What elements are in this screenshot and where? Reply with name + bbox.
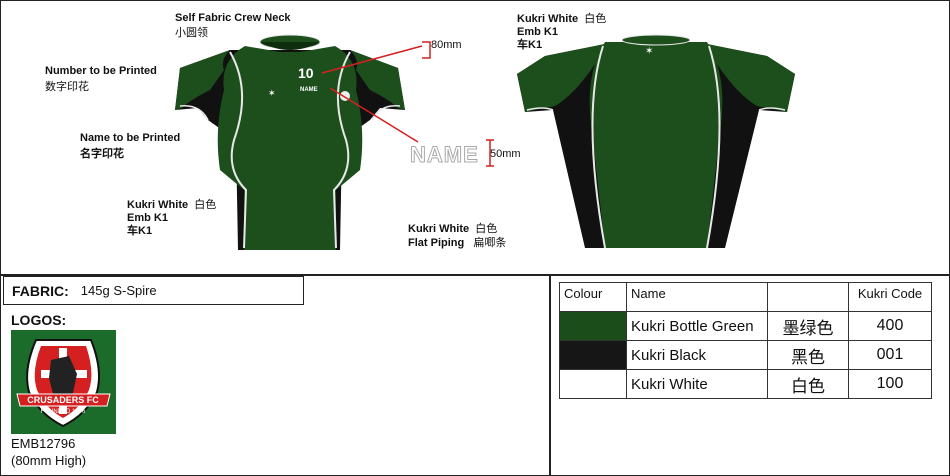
flat-piping-line1: Kukri White 白色 bbox=[408, 223, 498, 235]
back-logo-line2: Emb K1 bbox=[517, 26, 558, 38]
row-name: Kukri Bottle Green bbox=[626, 311, 768, 341]
crew-neck-label: Self Fabric Crew Neck bbox=[175, 12, 291, 24]
club-badge: CRUSADERS FC FOUNDED 1976 bbox=[11, 330, 116, 434]
kukri-front-line2: Emb K1 bbox=[127, 212, 168, 224]
swatch-black bbox=[559, 340, 627, 370]
swatch-green bbox=[559, 311, 627, 341]
row-code: 400 bbox=[848, 311, 932, 341]
header-name: Name bbox=[626, 282, 768, 312]
kukri-front-line1: Kukri White 白色 bbox=[127, 199, 217, 211]
row-cn: 黑色 bbox=[767, 340, 849, 370]
dim-80-label: 80mm bbox=[431, 39, 462, 51]
table-row: Kukri Black 黑色 001 bbox=[559, 340, 932, 370]
table-row: Kukri Bottle Green 墨绿色 400 bbox=[559, 311, 932, 341]
header-cn bbox=[767, 282, 849, 312]
name-printed-label: Name to be Printed bbox=[80, 132, 181, 144]
kukri-front-line3: 车K1 bbox=[127, 225, 153, 237]
logo-code: EMB12796 bbox=[11, 436, 76, 451]
dim-50-label: 50mm bbox=[490, 148, 521, 160]
row-name: Kukri White bbox=[626, 369, 768, 399]
colour-table-header: Colour Name Kukri Code bbox=[559, 282, 932, 312]
dimension-callouts bbox=[321, 41, 494, 167]
name-sample: NAME bbox=[410, 142, 479, 168]
fabric-label: FABRIC: bbox=[12, 282, 69, 299]
chest-number: 10 bbox=[298, 65, 314, 81]
number-printed-cn: 数字印花 bbox=[45, 81, 89, 93]
crew-neck-cn: 小圆领 bbox=[175, 27, 208, 39]
colour-table: Colour Name Kukri Code Kukri Bottle Gree… bbox=[559, 282, 932, 399]
swatch-white bbox=[559, 369, 627, 399]
svg-text:CRUSADERS FC: CRUSADERS FC bbox=[27, 395, 99, 405]
svg-text:✶: ✶ bbox=[268, 88, 276, 98]
table-row: Kukri White 白色 100 bbox=[559, 369, 932, 399]
logo-size: (80mm High) bbox=[11, 453, 87, 468]
row-cn: 白色 bbox=[767, 369, 849, 399]
flat-piping-line2: Flat Piping 扁唧条 bbox=[408, 237, 507, 249]
fabric-value: 145g S-Spire bbox=[80, 283, 157, 298]
fabric-box: FABRIC: 145g S-Spire bbox=[3, 276, 304, 305]
logos-label: LOGOS: bbox=[11, 312, 67, 328]
back-logo-mark: ✶ bbox=[645, 46, 653, 57]
front-shirt: ✶ 10 NAME bbox=[175, 34, 405, 250]
header-colour: Colour bbox=[559, 282, 627, 312]
chest-name: NAME bbox=[300, 87, 318, 93]
number-printed-label: Number to be Printed bbox=[45, 65, 157, 77]
back-logo-line1: Kukri White 白色 bbox=[517, 13, 607, 25]
back-logo-line3: 车K1 bbox=[517, 39, 543, 51]
svg-text:FOUNDED 1976: FOUNDED 1976 bbox=[41, 409, 86, 415]
row-cn: 墨绿色 bbox=[767, 311, 849, 341]
header-code: Kukri Code bbox=[848, 282, 932, 312]
row-code: 001 bbox=[848, 340, 932, 370]
row-code: 100 bbox=[848, 369, 932, 399]
back-shirt: ✶ bbox=[517, 34, 795, 249]
row-name: Kukri Black bbox=[626, 340, 768, 370]
name-printed-cn: 名字印花 bbox=[80, 148, 124, 160]
